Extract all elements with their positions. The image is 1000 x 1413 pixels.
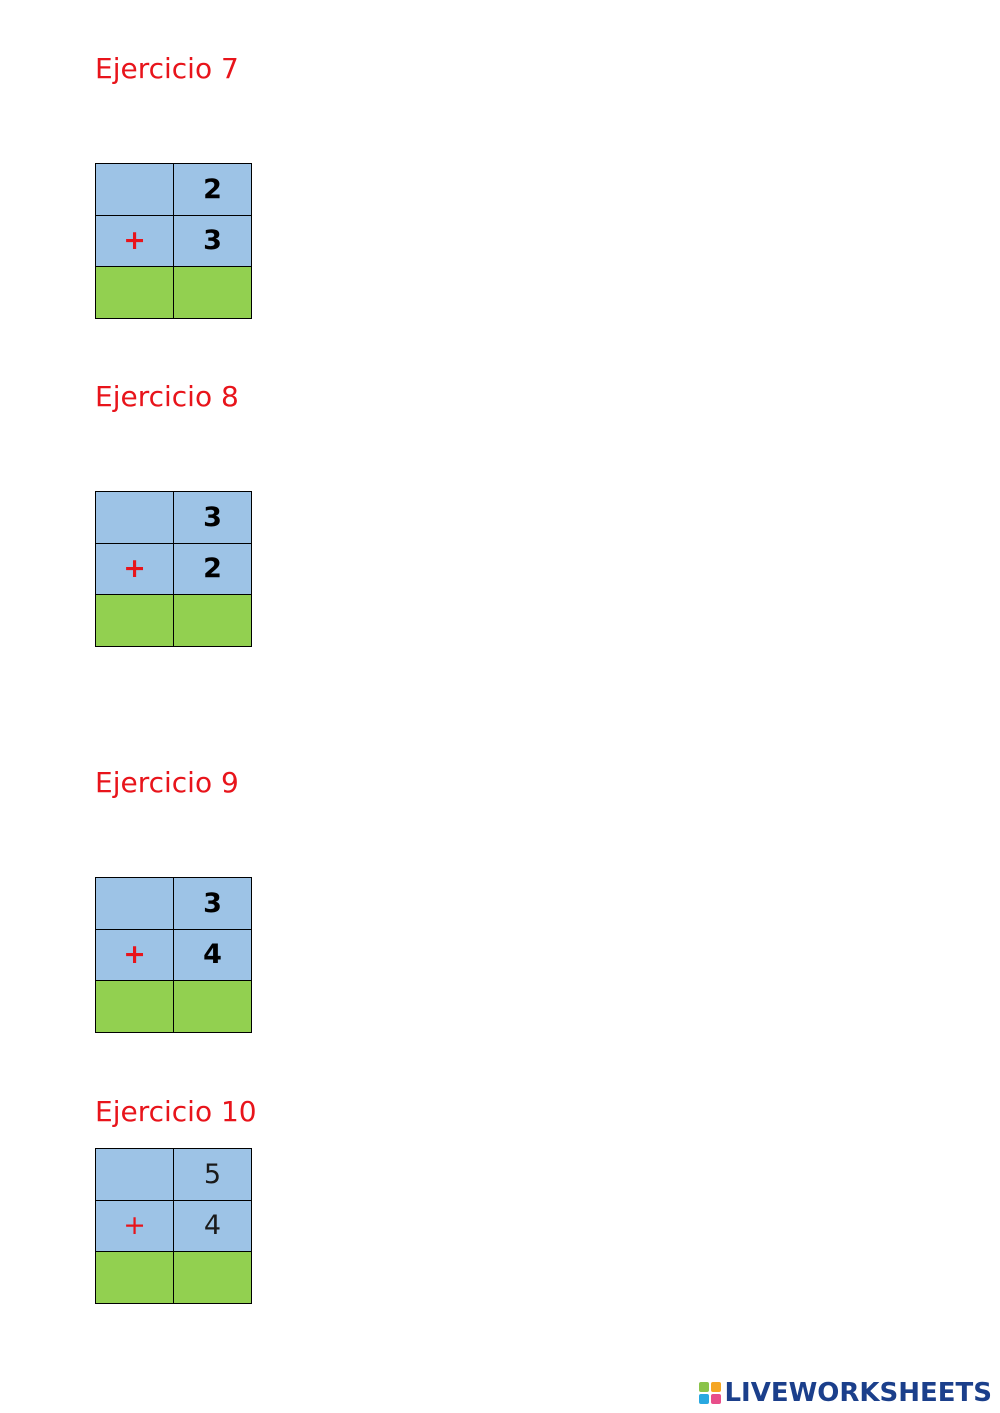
exercise-7-plus-sign: + <box>95 214 174 268</box>
exercise-10-plus-sign: + <box>95 1199 174 1253</box>
exercise-8-top-number: 3 <box>173 491 252 544</box>
logo-square-green <box>699 1382 710 1392</box>
exercise-10-sum-table: 5 + 4 <box>95 1148 252 1304</box>
exercise-10-answer-tens-cell[interactable] <box>95 1251 174 1304</box>
exercise-8-sum-table: 3 + 2 <box>95 491 252 647</box>
exercise-8-plus-sign: + <box>95 542 174 596</box>
exercise-8-bottom-number: 2 <box>173 542 252 596</box>
logo-square-blue <box>699 1394 710 1404</box>
exercise-10-top-left-cell <box>95 1148 174 1201</box>
exercise-9-bottom-number: 4 <box>173 928 252 982</box>
exercise-7-answer-tens-cell[interactable] <box>95 266 174 319</box>
liveworksheets-brand[interactable]: LIVEWORKSHEETS <box>699 1379 992 1407</box>
exercise-7-sum-table: 2 + 3 <box>95 163 252 319</box>
exercise-8-answer-tens-cell[interactable] <box>95 594 174 647</box>
exercise-10-bottom-number: 4 <box>173 1199 252 1253</box>
exercise-10-answer-units-cell[interactable] <box>173 1251 252 1304</box>
exercise-8-title: Ejercicio 8 <box>95 380 239 413</box>
exercise-9-sum-table: 3 + 4 <box>95 877 252 1033</box>
logo-square-pink <box>711 1394 722 1404</box>
exercise-7-top-left-cell <box>95 163 174 216</box>
liveworksheets-wordmark: LIVEWORKSHEETS <box>724 1378 992 1408</box>
exercise-9-top-left-cell <box>95 877 174 930</box>
exercise-7-bottom-number: 3 <box>173 214 252 268</box>
exercise-7-top-number: 2 <box>173 163 252 216</box>
exercise-9-plus-sign: + <box>95 928 174 982</box>
exercise-8-top-left-cell <box>95 491 174 544</box>
exercise-9-answer-units-cell[interactable] <box>173 980 252 1033</box>
exercise-8-answer-units-cell[interactable] <box>173 594 252 647</box>
exercise-9-answer-tens-cell[interactable] <box>95 980 174 1033</box>
exercise-9-top-number: 3 <box>173 877 252 930</box>
exercise-9-title: Ejercicio 9 <box>95 766 239 799</box>
exercise-7-title: Ejercicio 7 <box>95 52 239 85</box>
logo-square-orange <box>711 1382 722 1392</box>
liveworksheets-logo-icon <box>699 1382 722 1404</box>
exercise-10-title: Ejercicio 10 <box>95 1095 257 1128</box>
exercise-10-top-number: 5 <box>173 1148 252 1201</box>
exercise-7-answer-units-cell[interactable] <box>173 266 252 319</box>
